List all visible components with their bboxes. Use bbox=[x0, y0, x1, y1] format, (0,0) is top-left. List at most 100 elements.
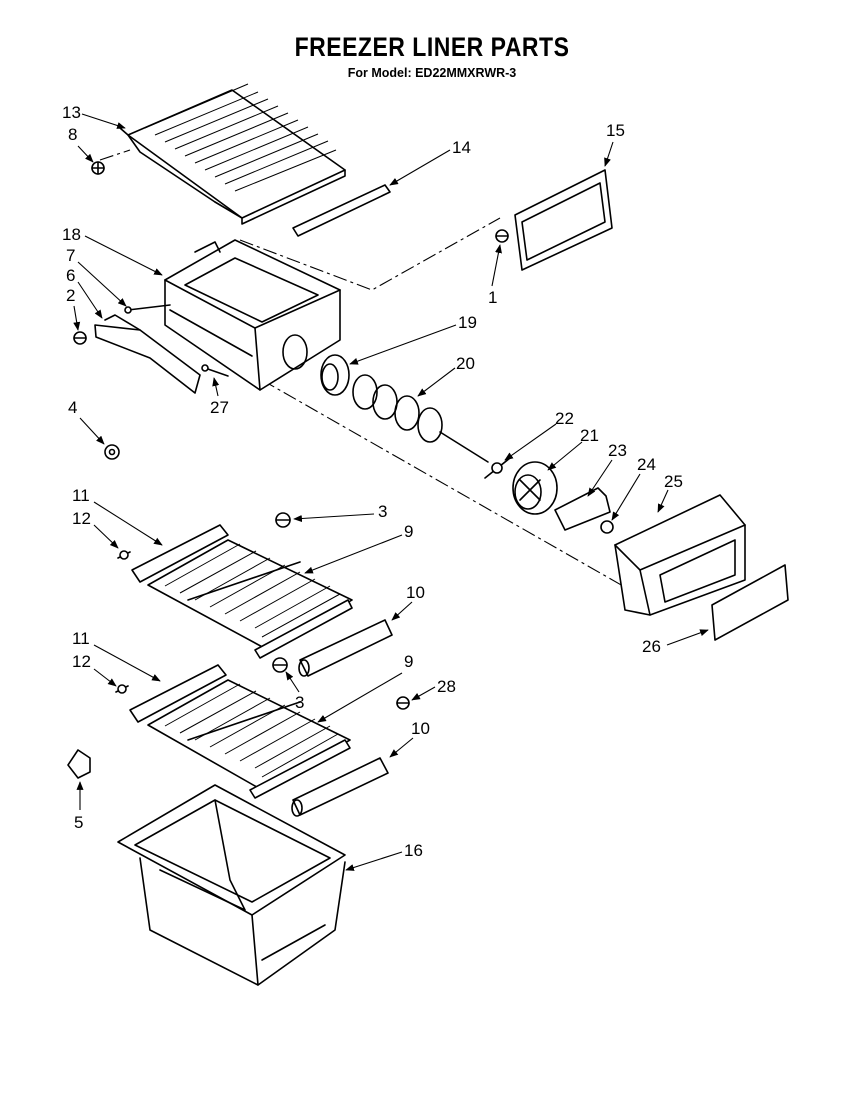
svg-text:16: 16 bbox=[404, 841, 423, 860]
model-subtitle: For Model: ED22MMXRWR-3 bbox=[347, 66, 517, 80]
assembly-line-shelf bbox=[99, 149, 131, 161]
part-nut-4 bbox=[104, 444, 120, 460]
callout-3-lower: 3 bbox=[285, 671, 304, 712]
svg-text:28: 28 bbox=[437, 677, 456, 696]
part-roller-10-lower bbox=[291, 757, 389, 817]
callout-23: 23 bbox=[587, 441, 627, 497]
svg-text:15: 15 bbox=[606, 121, 625, 140]
callout-10-upper: 10 bbox=[391, 583, 425, 621]
svg-text:1: 1 bbox=[488, 288, 497, 307]
part-strip-14 bbox=[292, 184, 391, 237]
part-front-rail-lower bbox=[249, 739, 351, 799]
part-drive-wheel-21 bbox=[512, 461, 558, 515]
part-clip-12-upper bbox=[117, 550, 131, 560]
part-bin-16 bbox=[117, 784, 346, 986]
svg-text:11: 11 bbox=[72, 486, 90, 505]
callout-13: 13 bbox=[62, 103, 126, 129]
svg-text:10: 10 bbox=[411, 719, 430, 738]
callout-18: 18 bbox=[62, 225, 163, 276]
svg-text:27: 27 bbox=[210, 398, 229, 417]
svg-text:10: 10 bbox=[406, 583, 425, 602]
part-coupler-22 bbox=[484, 457, 511, 479]
svg-text:6: 6 bbox=[66, 266, 75, 285]
part-bracket-6 bbox=[94, 314, 201, 394]
svg-text:12: 12 bbox=[72, 652, 91, 671]
svg-text:9: 9 bbox=[404, 652, 413, 671]
callout-22: 22 bbox=[504, 409, 574, 461]
part-cover-26 bbox=[711, 564, 789, 641]
callout-10-lower: 10 bbox=[389, 719, 430, 758]
part-clip-28 bbox=[396, 696, 410, 710]
page-title: FREEZER LINER PARTS bbox=[294, 31, 570, 62]
svg-text:9: 9 bbox=[404, 522, 413, 541]
part-top-wire-shelf bbox=[119, 83, 346, 225]
part-clip-3-upper bbox=[275, 512, 291, 528]
callout-8: 8 bbox=[68, 125, 94, 163]
part-rail-11-upper bbox=[131, 524, 229, 583]
callout-4: 4 bbox=[68, 398, 105, 445]
callout-2: 2 bbox=[66, 286, 81, 331]
part-clip-3-lower bbox=[272, 657, 288, 673]
svg-text:2: 2 bbox=[66, 286, 75, 305]
svg-text:21: 21 bbox=[580, 426, 599, 445]
part-wire-shelf-9-lower bbox=[147, 679, 351, 791]
part-housing-18 bbox=[164, 239, 341, 391]
callout-25: 25 bbox=[657, 472, 683, 513]
callout-24: 24 bbox=[611, 455, 656, 521]
svg-text:5: 5 bbox=[74, 813, 83, 832]
svg-text:3: 3 bbox=[295, 693, 304, 712]
svg-text:7: 7 bbox=[66, 246, 75, 265]
svg-text:11: 11 bbox=[72, 629, 90, 648]
part-front-rail-upper bbox=[254, 599, 353, 659]
svg-text:24: 24 bbox=[637, 455, 656, 474]
part-auger-spring-20 bbox=[352, 374, 489, 463]
part-clip-12-lower bbox=[115, 684, 129, 694]
callout-15: 15 bbox=[604, 121, 625, 167]
callout-1: 1 bbox=[488, 244, 502, 307]
part-glide-5 bbox=[67, 749, 91, 779]
callout-3-upper: 3 bbox=[293, 502, 387, 523]
callout-27: 27 bbox=[210, 377, 229, 417]
callout-11-upper: 11 bbox=[72, 486, 163, 546]
callout-28: 28 bbox=[411, 677, 456, 701]
part-chute-housing-25 bbox=[614, 494, 746, 616]
svg-text:12: 12 bbox=[72, 509, 91, 528]
part-nut-24 bbox=[600, 520, 614, 534]
svg-text:22: 22 bbox=[555, 409, 574, 428]
part-wire-shelf-9-upper bbox=[147, 539, 353, 651]
svg-text:25: 25 bbox=[664, 472, 683, 491]
callout-12-lower: 12 bbox=[72, 652, 117, 687]
callout-12-upper: 12 bbox=[72, 509, 119, 549]
callout-6: 6 bbox=[66, 266, 103, 319]
callout-20: 20 bbox=[417, 354, 475, 397]
svg-text:8: 8 bbox=[68, 125, 77, 144]
svg-text:20: 20 bbox=[456, 354, 475, 373]
callout-16: 16 bbox=[345, 841, 423, 871]
svg-text:23: 23 bbox=[608, 441, 627, 460]
callout-9-lower: 9 bbox=[317, 652, 413, 723]
part-frame-15 bbox=[514, 169, 613, 271]
svg-text:26: 26 bbox=[642, 637, 661, 656]
svg-text:14: 14 bbox=[452, 138, 471, 157]
callout-11-lower: 11 bbox=[72, 629, 161, 682]
part-screw-27 bbox=[201, 364, 229, 377]
part-screw-2 bbox=[73, 331, 87, 345]
callout-5: 5 bbox=[74, 781, 84, 832]
svg-text:13: 13 bbox=[62, 103, 81, 122]
part-clip-1 bbox=[495, 229, 509, 243]
callout-14: 14 bbox=[389, 138, 471, 186]
svg-text:19: 19 bbox=[458, 313, 477, 332]
svg-text:3: 3 bbox=[378, 502, 387, 521]
part-roller-10-upper bbox=[298, 619, 393, 677]
svg-text:18: 18 bbox=[62, 225, 81, 244]
part-screw-7 bbox=[124, 304, 171, 314]
part-rail-11-lower bbox=[129, 664, 227, 723]
callout-19: 19 bbox=[349, 313, 477, 365]
callout-21: 21 bbox=[547, 426, 599, 471]
callout-26: 26 bbox=[642, 629, 709, 656]
callout-9-upper: 9 bbox=[304, 522, 413, 574]
assembly-line-diagonal bbox=[261, 379, 631, 591]
callout-7: 7 bbox=[66, 246, 127, 307]
part-bearing-19 bbox=[320, 354, 350, 396]
